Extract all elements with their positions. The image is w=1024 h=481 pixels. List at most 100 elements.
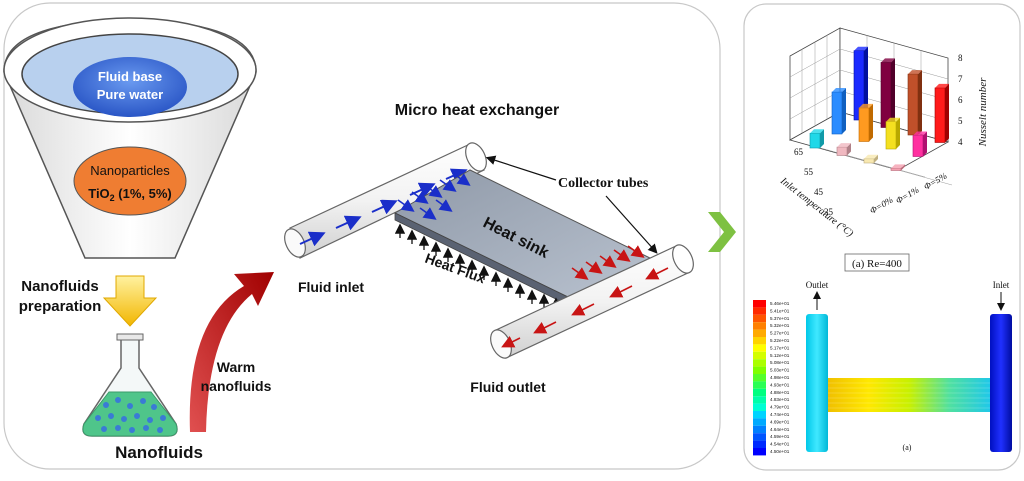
- bar-side: [842, 88, 846, 134]
- legend-label: 4.93e+01: [770, 382, 790, 387]
- bar-top: [810, 129, 824, 134]
- bar-front: [907, 73, 919, 136]
- bar-Φ=5%-45: [880, 58, 895, 128]
- legend-swatch: [753, 344, 766, 352]
- contour-caption: (a): [903, 443, 912, 452]
- legend-swatch: [753, 388, 766, 397]
- legend-swatch: [753, 374, 766, 382]
- bar-front: [890, 168, 902, 171]
- legend-label: 4.64e+01: [770, 427, 790, 432]
- temperature-contour: 5.46e+015.41e+015.37e+015.32e+015.27e+01…: [753, 280, 1012, 456]
- legend-label: 4.74e+01: [770, 412, 790, 417]
- bar-top: [908, 70, 922, 75]
- legend-swatch: [753, 351, 766, 360]
- legend-label: 4.54e+01: [770, 442, 790, 447]
- bar-top: [913, 131, 927, 136]
- legend-label: 4.98e+01: [770, 375, 790, 380]
- legend-swatch: [753, 322, 766, 330]
- legend-label: 4.83e+01: [770, 397, 790, 402]
- bar-top: [935, 83, 949, 88]
- legend-label: 4.88e+01: [770, 390, 790, 395]
- chart-caption: (a) Re=400: [852, 258, 902, 270]
- legend-swatch: [753, 300, 766, 308]
- nanoparticles-oval: [73, 146, 187, 216]
- inlet-manifold: [990, 314, 1012, 452]
- bar-front: [863, 158, 875, 164]
- fluid-base-label: Fluid base: [98, 69, 162, 84]
- nanofluids-label: Nanofluids: [115, 443, 203, 462]
- bar-side: [918, 70, 922, 135]
- bar-top: [864, 154, 878, 159]
- bar-top: [837, 143, 851, 148]
- legend-swatch: [753, 366, 766, 374]
- bar-side: [923, 131, 927, 157]
- legend-swatch: [753, 314, 766, 323]
- legend-label: 4.50e+01: [770, 449, 790, 454]
- bar-front: [912, 135, 924, 157]
- bar-side: [847, 143, 851, 156]
- funnel: Fluid base Pure water Nanoparticles TiO2…: [3, 17, 257, 259]
- legend-label: 5.27e+01: [770, 331, 790, 336]
- bar-front: [836, 146, 848, 156]
- outflow-arrows: [501, 245, 669, 348]
- bar-Φ=0%-55: [863, 154, 878, 164]
- chevron-right-icon: [708, 212, 736, 252]
- x-tick-label: 65: [794, 147, 804, 157]
- x-tick-label: 45: [814, 187, 824, 197]
- micro-channels: [828, 378, 990, 412]
- bar-front: [831, 91, 843, 135]
- legend-label: 5.17e+01: [770, 345, 790, 350]
- collector-pointer-lower: [605, 195, 658, 254]
- legend-label: 5.37e+01: [770, 316, 790, 321]
- legend-label: 4.69e+01: [770, 419, 790, 424]
- bar-front: [809, 133, 821, 149]
- z-tick-label: 8: [958, 53, 963, 63]
- legend-label: 4.79e+01: [770, 405, 790, 410]
- bar-top: [891, 164, 905, 169]
- outlet-manifold: [806, 314, 828, 452]
- x-tick-label: 55: [804, 167, 814, 177]
- legend-swatch: [753, 403, 766, 411]
- legend-swatch: [753, 396, 766, 404]
- tio2-label: TiO2 (1%, 5%): [88, 186, 172, 203]
- bar-Φ=5%-65: [934, 83, 949, 143]
- fluid-outlet-label: Fluid outlet: [470, 379, 546, 395]
- outlet-label: Outlet: [806, 280, 829, 290]
- legend-label: 5.22e+01: [770, 338, 790, 343]
- z-axis-label: Nusselt number: [977, 77, 989, 147]
- prep-label-1: Nanofluids: [21, 278, 99, 295]
- z-tick-label: 7: [958, 74, 963, 84]
- bar-side: [901, 164, 905, 171]
- legend-swatch: [753, 337, 766, 345]
- pure-water-label: Pure water: [97, 87, 163, 102]
- collector-tubes-label: Collector tubes: [558, 176, 649, 191]
- bar-front: [880, 62, 892, 128]
- bar-Φ=1%-65: [912, 131, 927, 157]
- bar-side: [945, 83, 949, 143]
- bar-Φ=1%-35: [831, 88, 846, 135]
- legend-label: 5.03e+01: [770, 368, 790, 373]
- legend-swatch: [753, 381, 766, 389]
- legend-swatch: [753, 411, 766, 419]
- legend-label: 4.59e+01: [770, 434, 790, 439]
- legend-swatch: [753, 359, 766, 367]
- legend-label: 5.32e+01: [770, 323, 790, 328]
- bar-top: [854, 46, 868, 51]
- bar-front: [934, 87, 946, 143]
- bar-side: [874, 154, 878, 163]
- warm-label-1: Warm: [217, 359, 255, 375]
- legend-swatch: [753, 440, 766, 448]
- legend-swatch: [753, 425, 766, 434]
- legend-swatch: [753, 433, 766, 441]
- bar-side: [891, 58, 895, 128]
- x-tick-label: 35: [824, 207, 834, 217]
- fluid-inlet-label: Fluid inlet: [298, 279, 364, 295]
- bar-Φ=1%-45: [858, 103, 873, 142]
- contour-legend: 5.46e+015.41e+015.37e+015.32e+015.27e+01…: [753, 300, 790, 456]
- z-tick-label: 4: [958, 137, 963, 147]
- bar-side: [869, 103, 873, 142]
- legend-label: 5.41e+01: [770, 308, 790, 313]
- flask-icon: [82, 333, 178, 437]
